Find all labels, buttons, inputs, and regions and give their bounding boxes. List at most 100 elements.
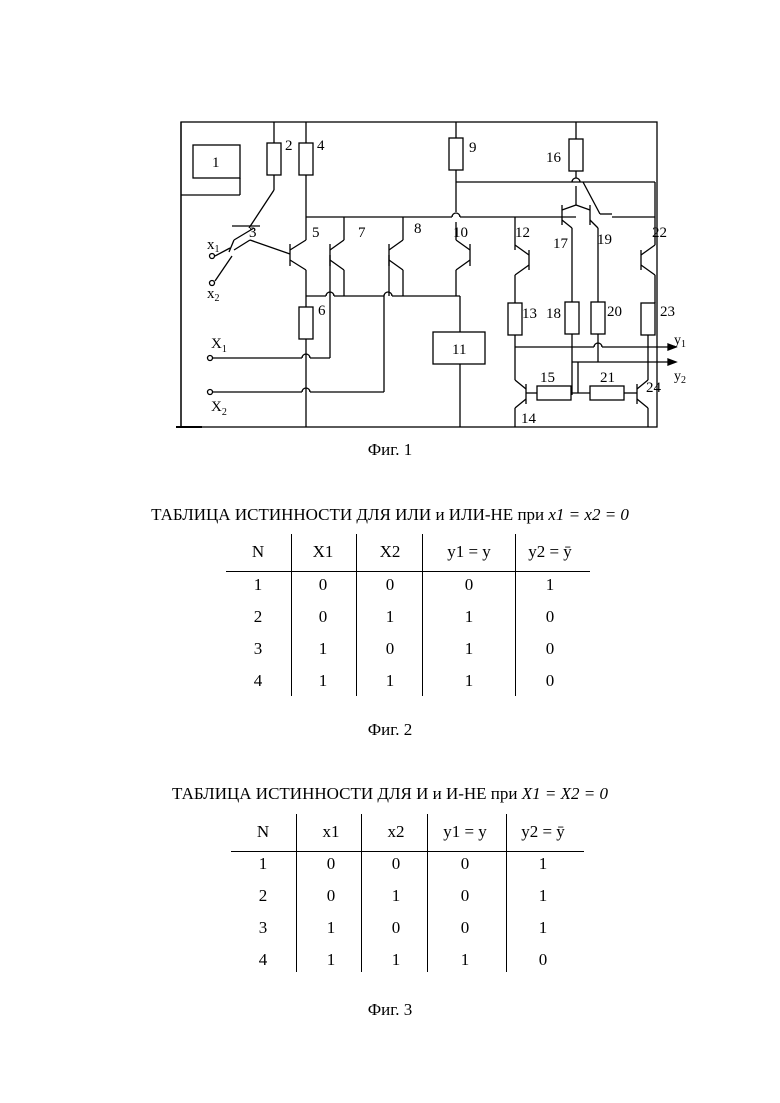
table-header-cell: x2 <box>356 822 436 842</box>
transistor-3: 3 <box>229 225 290 254</box>
table-cell: 0 <box>503 950 583 970</box>
svg-text:X1: X1 <box>211 336 227 355</box>
table-header-cell: y2 = ȳ <box>510 542 590 562</box>
block-11: 11 <box>433 296 485 427</box>
table-header-cell: X2 <box>350 542 430 562</box>
transistor-22: 22 <box>612 182 667 303</box>
resistor-16: 16 <box>546 122 583 205</box>
input-x2: x2 <box>207 256 232 304</box>
label-13: 13 <box>522 306 537 322</box>
label-17: 17 <box>553 236 569 252</box>
input-X2: X2 <box>208 296 385 418</box>
table-cell: 0 <box>510 607 590 627</box>
table-cell: 0 <box>429 575 509 595</box>
table-cell: 1 <box>503 918 583 938</box>
svg-text:x2: x2 <box>207 286 220 304</box>
table-cell: 1 <box>429 607 509 627</box>
label-6: 6 <box>318 303 326 319</box>
label-11: 11 <box>452 342 466 358</box>
label-18: 18 <box>546 306 561 322</box>
table-cell: 1 <box>429 639 509 659</box>
transistor-10: 10 <box>453 222 470 296</box>
label-4: 4 <box>317 138 325 154</box>
resistor-13: 13 <box>508 303 537 380</box>
label-19: 19 <box>597 232 612 248</box>
label-23: 23 <box>660 304 675 320</box>
table-cell: 0 <box>510 671 590 691</box>
resistor-6: 6 <box>299 303 326 427</box>
resistor-21: 21 <box>578 342 637 400</box>
resistor-2: 2 <box>249 122 293 228</box>
transistor-19: 19 <box>576 182 612 302</box>
resistor-20: 20 <box>591 302 622 342</box>
table-cell: 1 <box>356 886 436 906</box>
label-1: 1 <box>212 155 220 171</box>
table-2-condition: X1 = X2 = 0 <box>522 784 608 803</box>
table-header-rule <box>231 851 584 852</box>
label-5: 5 <box>312 225 320 241</box>
svg-text:X2: X2 <box>211 399 227 418</box>
table-header-cell: y1 = y <box>425 822 505 842</box>
table-header-cell: y2 = ȳ <box>503 822 583 842</box>
table-header-rule <box>226 571 590 572</box>
table-2-title: ТАБЛИЦА ИСТИННОСТИ ДЛЯ И и И-НЕ при X1 =… <box>0 784 780 804</box>
label-15: 15 <box>540 370 555 386</box>
label-14: 14 <box>521 411 537 427</box>
output-y2: y2 <box>572 359 686 386</box>
table-cell: 1 <box>350 671 430 691</box>
transistor-12: 12 <box>515 217 530 303</box>
transistor-14: 14 <box>515 380 537 427</box>
label-8: 8 <box>414 221 422 237</box>
figure-3-caption: Фиг. 3 <box>0 1000 780 1020</box>
figure-1-caption: Фиг. 1 <box>0 440 780 460</box>
label-22: 22 <box>652 225 667 241</box>
table-cell: 0 <box>350 575 430 595</box>
label-3: 3 <box>249 225 257 241</box>
label-16: 16 <box>546 150 562 166</box>
figure-2-caption: Фиг. 2 <box>0 720 780 740</box>
table-cell: 1 <box>503 886 583 906</box>
transistor-17: 17 <box>553 205 576 302</box>
label-10: 10 <box>453 225 468 241</box>
label-2: 2 <box>285 138 293 154</box>
transistor-7: 7 <box>330 217 366 296</box>
circuit-diagram: 1 2 4 3 x1 x2 <box>0 0 780 440</box>
table-cell: 0 <box>425 854 505 874</box>
emitter-bus <box>306 292 460 296</box>
table-1-condition: x1 = x2 = 0 <box>548 505 629 524</box>
transistor-24: 24 <box>637 380 662 427</box>
label-12: 12 <box>515 225 530 241</box>
transistor-5: 5 <box>290 217 320 307</box>
input-X1: X1 <box>208 296 331 361</box>
table-cell: 0 <box>425 918 505 938</box>
table-cell: 1 <box>510 575 590 595</box>
svg-text:y2: y2 <box>674 369 686 386</box>
table-cell: 1 <box>350 607 430 627</box>
resistor-4: 4 <box>299 122 576 217</box>
table-1-title: ТАБЛИЦА ИСТИННОСТИ ДЛЯ ИЛИ и ИЛИ-НЕ при … <box>0 505 780 525</box>
table-cell: 1 <box>503 854 583 874</box>
label-20: 20 <box>607 304 622 320</box>
block-1: 1 <box>193 145 240 178</box>
table-cell: 0 <box>350 639 430 659</box>
table-header-cell: y1 = y <box>429 542 509 562</box>
input-x1: x1 <box>207 237 230 259</box>
resistor-23: 23 <box>641 303 675 380</box>
resistor-15: 15 <box>537 370 590 400</box>
label-9: 9 <box>469 140 477 156</box>
svg-text:y1: y1 <box>674 333 686 350</box>
label-24: 24 <box>646 380 662 396</box>
table-cell: 0 <box>356 918 436 938</box>
circuit-frame <box>181 122 657 427</box>
table-cell: 0 <box>425 886 505 906</box>
ground-symbol <box>176 122 240 427</box>
label-21: 21 <box>600 370 615 386</box>
label-7: 7 <box>358 225 366 241</box>
svg-text:x1: x1 <box>207 237 220 255</box>
output-y1: y1 <box>515 333 686 350</box>
table-cell: 1 <box>429 671 509 691</box>
table-cell: 1 <box>425 950 505 970</box>
transistor-8: 8 <box>389 217 422 296</box>
resistor-9: 9 <box>449 122 655 212</box>
table-cell: 1 <box>356 950 436 970</box>
